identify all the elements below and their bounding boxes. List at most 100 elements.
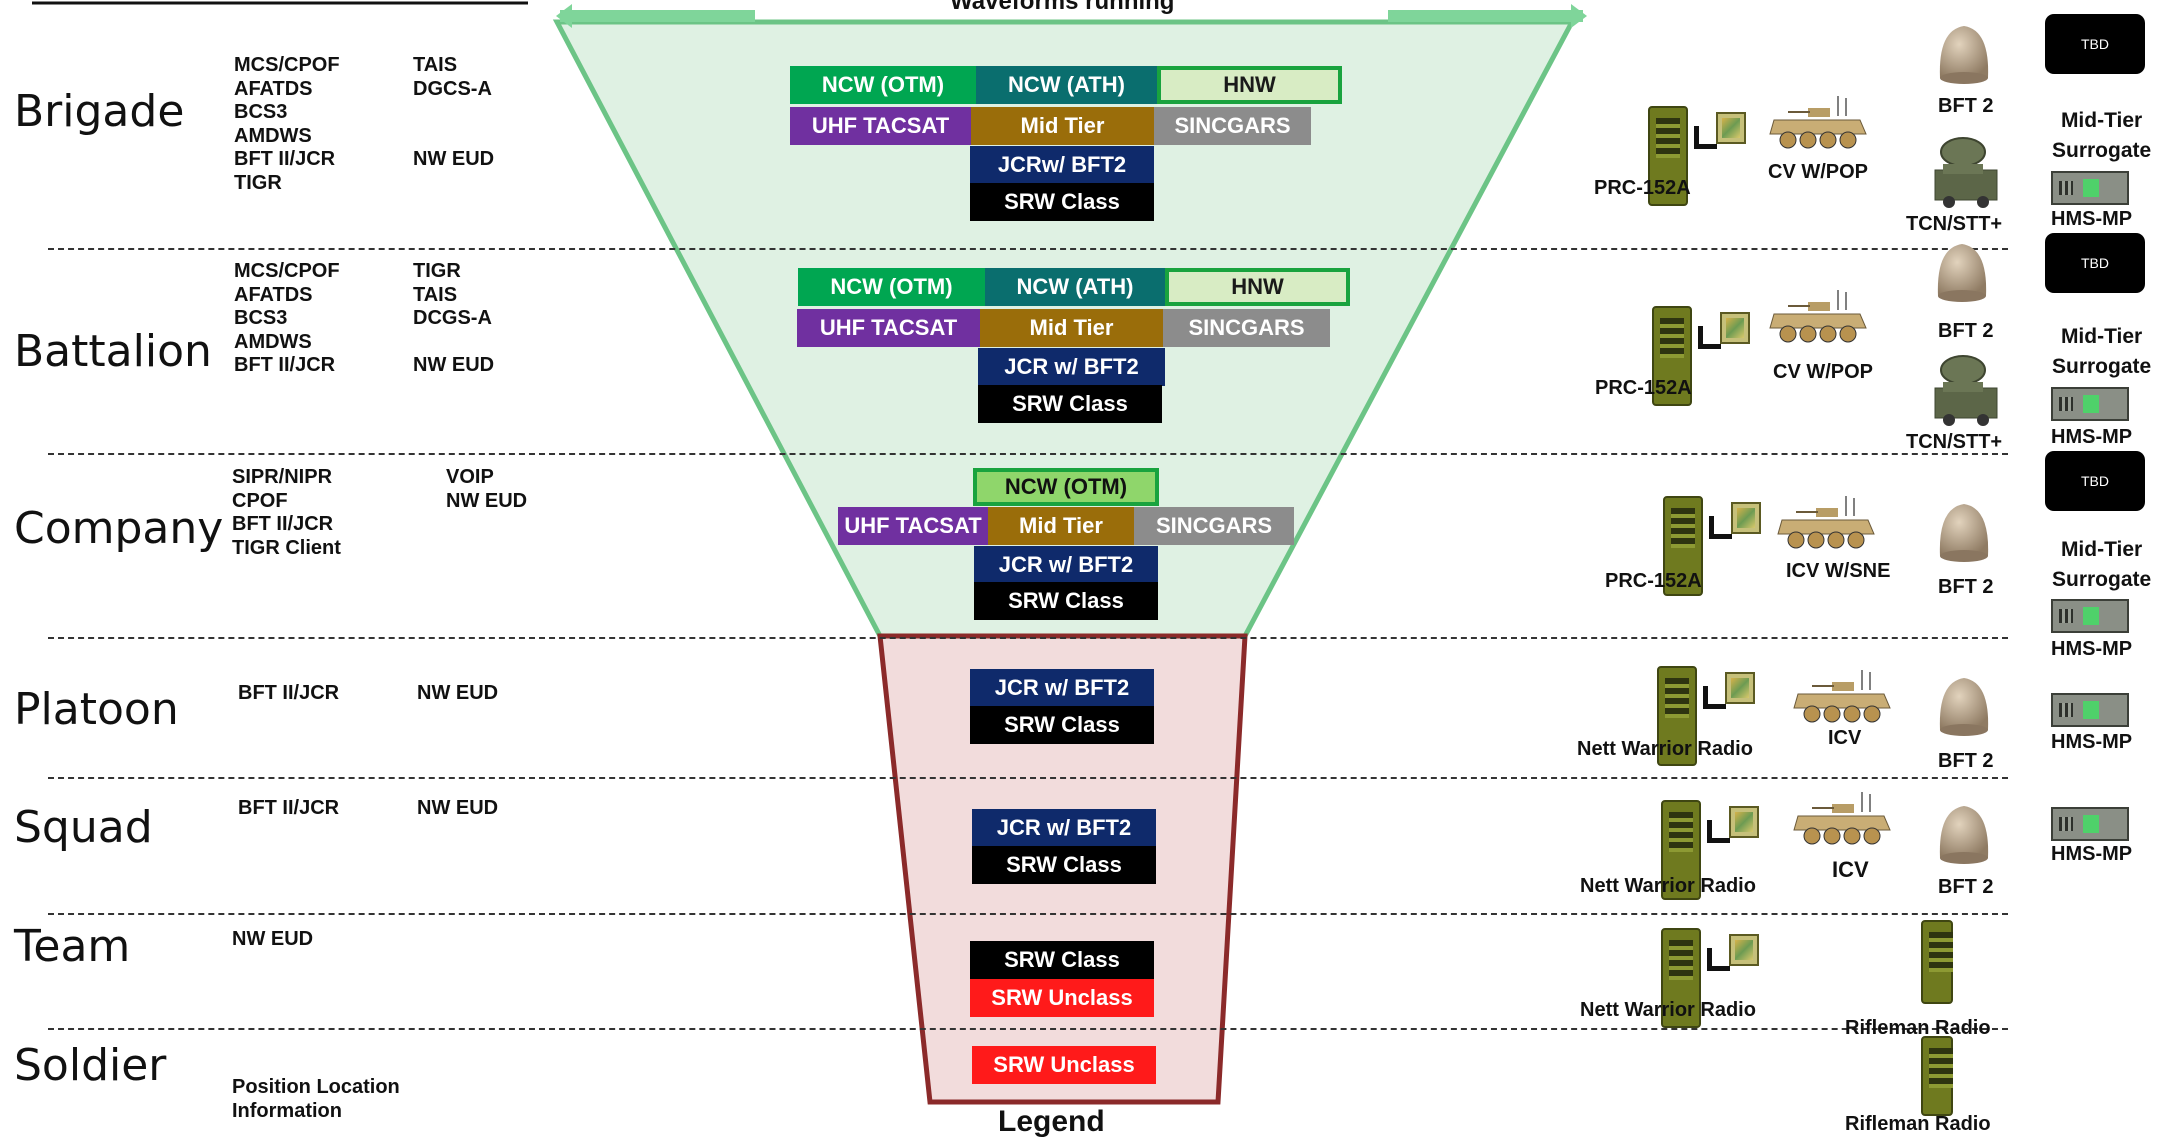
- cv-vehicle-icon: [1769, 290, 1867, 343]
- echelon-brigade: Brigade: [14, 86, 185, 137]
- soldier-rifleman-label: Rifleman Radio: [1845, 1113, 1991, 1135]
- brigade-hms-label: HMS-MP: [2051, 208, 2133, 230]
- squad-radio-label: Nett Warrior Radio: [1580, 875, 1756, 897]
- divider-brigade-battalion: [48, 248, 2008, 250]
- arrow-head-left: [556, 4, 572, 28]
- battalion-tbd-box: TBD: [2045, 233, 2145, 293]
- platoon-srw-class: SRW Class: [970, 706, 1154, 744]
- platoon-systems-col2: NW EUD: [417, 682, 499, 704]
- company-jcr-bft2: JCR w/ BFT2: [974, 546, 1158, 584]
- battalion-vehicle-label: CV W/POP: [1773, 361, 1874, 383]
- cable-icon: [1703, 686, 1726, 709]
- nett-warrior-radio-icon: [1657, 666, 1697, 766]
- tablet-screen-icon: [1729, 806, 1759, 838]
- bft2-dome-icon: [1939, 678, 1989, 736]
- brigade-vehicle-label: CV W/POP: [1768, 161, 1869, 183]
- echelon-company: Company: [14, 503, 224, 554]
- battalion-jcr-bft2: JCR w/ BFT2: [978, 348, 1165, 386]
- echelon-platoon: Platoon: [14, 684, 179, 735]
- company-mid-tier: Mid Tier: [988, 507, 1134, 545]
- company-vehicle-label: ICV W/SNE: [1786, 560, 1891, 582]
- platoon-hms-label: HMS-MP: [2051, 731, 2133, 753]
- soldier-srw-unclass: SRW Unclass: [972, 1046, 1156, 1084]
- echelon-team: Team: [14, 921, 131, 972]
- battalion-systems-col2: TIGR TAIS DCGS-A NW EUD: [413, 260, 495, 376]
- platoon-radio-label: Nett Warrior Radio: [1577, 738, 1753, 760]
- cv-vehicle-icon: [1769, 96, 1867, 149]
- platoon-hms-radio-icon: [2051, 693, 2129, 727]
- company-srw-class: SRW Class: [974, 582, 1158, 620]
- company-ncw-otm: NCW (OTM): [973, 468, 1159, 506]
- company-hms-radio-icon: [2051, 599, 2129, 633]
- company-bft-label: BFT 2: [1938, 576, 1994, 598]
- brigade-systems-col2: TAIS DGCS-A NW EUD: [413, 54, 495, 170]
- tcn-stt-terminal-icon: [1934, 355, 1998, 426]
- divider-battalion-company: [48, 453, 2008, 455]
- brigade-hnw: HNW: [1157, 66, 1342, 104]
- icv-vehicle-icon: [1793, 670, 1891, 723]
- arrow-bar-left: [560, 10, 755, 22]
- company-radio-label: PRC-152A: [1605, 570, 1702, 592]
- team-radio-label: Nett Warrior Radio: [1580, 999, 1756, 1021]
- icv-vehicle-icon: [1777, 496, 1875, 549]
- tablet-screen-icon: [1731, 502, 1761, 534]
- platoon-vehicle-label: ICV: [1828, 727, 1862, 749]
- brigade-mid-tier: Mid Tier: [971, 107, 1154, 145]
- prc-152a-radio-icon: [1648, 106, 1688, 206]
- battalion-mid-tier: Mid Tier: [980, 309, 1163, 347]
- bft2-dome-icon: [1939, 806, 1989, 864]
- cable-icon: [1698, 326, 1721, 349]
- cable-icon: [1707, 948, 1730, 971]
- nett-warrior-radio-icon: [1661, 800, 1701, 900]
- brigade-jcr-bft2: JCRw/ BFT2: [970, 146, 1154, 184]
- company-uhf-tacsat: UHF TACSAT: [838, 507, 988, 545]
- company-hms-label: HMS-MP: [2051, 638, 2133, 660]
- battalion-bft-label: BFT 2: [1938, 320, 1994, 342]
- platoon-bft-label: BFT 2: [1938, 750, 1994, 772]
- battalion-hms-label: HMS-MP: [2051, 426, 2133, 448]
- waveforms-running-label: Waveforms running: [950, 0, 1175, 15]
- icv-vehicle-icon: [1793, 792, 1891, 845]
- bft2-dome-icon: [1939, 26, 1989, 84]
- battalion-radio-label: PRC-152A: [1595, 377, 1692, 399]
- brigade-sincgars: SINCGARS: [1154, 107, 1311, 145]
- battalion-tcn-label: TCN/STT+: [1906, 431, 2003, 453]
- squad-systems-col2: NW EUD: [417, 797, 499, 819]
- squad-srw-class: SRW Class: [972, 846, 1156, 884]
- echelon-battalion: Battalion: [14, 326, 212, 377]
- divider-team-soldier: [48, 1028, 2008, 1030]
- brigade-systems-col1: MCS/CPOF AFATDS BCS3 AMDWS BFT II/JCR TI…: [234, 54, 340, 194]
- echelon-soldier: Soldier: [14, 1040, 167, 1091]
- brigade-tbd-box: TBD: [2045, 14, 2145, 74]
- cable-icon: [1707, 820, 1730, 843]
- team-systems-col1: NW EUD: [232, 928, 314, 950]
- battalion-ncw-ath: NCW (ATH): [985, 268, 1165, 306]
- team-srw-class: SRW Class: [970, 941, 1154, 979]
- brigade-ncw-ath: NCW (ATH): [976, 66, 1157, 104]
- prc-152a-radio-icon: [1663, 496, 1703, 596]
- divider-company-platoon: [48, 637, 2008, 639]
- cable-icon: [1694, 126, 1717, 149]
- rifleman-radio-icon: [1921, 1036, 1953, 1116]
- battalion-hnw: HNW: [1165, 268, 1350, 306]
- platoon-systems-col1: BFT II/JCR: [238, 682, 340, 704]
- brigade-radio-label: PRC-152A: [1594, 177, 1691, 199]
- soldier-systems-col1: Position Location Information: [232, 1076, 400, 1122]
- battalion-surrogate-label: Mid-Tier Surrogate: [2052, 325, 2152, 378]
- company-systems-col1: SIPR/NIPR CPOF BFT II/JCR TIGR Client: [232, 466, 341, 559]
- brigade-bft-label: BFT 2: [1938, 95, 1994, 117]
- prc-152a-radio-icon: [1652, 306, 1692, 406]
- brigade-surrogate-label: Mid-Tier Surrogate: [2052, 109, 2152, 162]
- nett-warrior-radio-icon: [1661, 928, 1701, 1028]
- squad-jcr-bft2: JCR w/ BFT2: [972, 809, 1156, 847]
- battalion-hms-radio-icon: [2051, 387, 2129, 421]
- squad-bft-label: BFT 2: [1938, 876, 1994, 898]
- arrow-bar-right: [1388, 10, 1583, 22]
- battalion-srw-class: SRW Class: [978, 385, 1162, 423]
- battalion-sincgars: SINCGARS: [1163, 309, 1330, 347]
- tablet-screen-icon: [1725, 672, 1755, 704]
- platoon-jcr-bft2: JCR w/ BFT2: [970, 669, 1154, 707]
- battalion-ncw-otm: NCW (OTM): [798, 268, 985, 306]
- battalion-uhf-tacsat: UHF TACSAT: [797, 309, 980, 347]
- brigade-hms-radio-icon: [2051, 171, 2129, 205]
